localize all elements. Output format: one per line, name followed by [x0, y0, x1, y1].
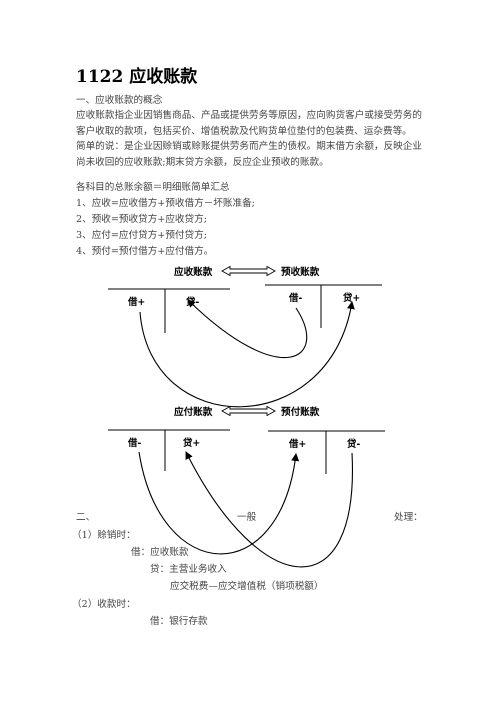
rule-4: 4、预付=预付借方+应付借方。	[76, 246, 214, 257]
t-account-advance-receipts	[265, 284, 382, 328]
page-title: 1122 应收账款	[76, 67, 198, 87]
account-payable-title: 应付账款	[174, 407, 213, 418]
prepayments-debit-label: 借+	[289, 439, 307, 450]
t-account-payable	[108, 429, 230, 471]
arrow-receivable-debit-to-advance-receipts-credit	[139, 301, 355, 408]
definition-paragraph: 应收账款指企业因销售商品、产品或提供劳务等原因，应向购货客户或接受劳务的客户收取…	[76, 110, 422, 137]
section2-heading-general: 一般	[237, 512, 257, 523]
arrow-payable-debit-to-prepayments-debit	[138, 451, 300, 555]
entry2-debit: 借：银行存款	[150, 616, 208, 627]
summary-line: 各科目的总账余额＝明细账简单汇总	[76, 182, 230, 193]
t-account-receivable	[108, 288, 230, 333]
section2-heading-treatment: 处理：	[394, 512, 423, 523]
payable-credit-label: 贷+	[183, 438, 201, 449]
prepayments-credit-label: 贷-	[347, 439, 361, 450]
item-collection: （2）收款时：	[72, 599, 136, 610]
bottom-double-arrow	[221, 405, 276, 417]
rule-2: 2、预收=预收贷方+应收贷方;	[76, 214, 207, 225]
payable-debit-label: 借-	[128, 438, 142, 449]
account-prepayments-title: 预付账款	[281, 407, 320, 418]
receivable-credit-label: 贷-	[186, 297, 200, 308]
rule-3: 3、应付=应付贷方+预付贷方;	[76, 230, 207, 241]
top-double-arrow	[221, 265, 276, 277]
arrow-prepayments-credit-to-payable-credit	[185, 451, 353, 568]
item-credit-sale: （1）赊销时：	[72, 530, 136, 541]
rule-1: 1、应收=应收借方+预收借方－坏账准备;	[76, 198, 255, 209]
section2-heading-number: 二、	[76, 512, 96, 523]
account-advance-receipts-title: 预收账款	[281, 267, 320, 278]
simple-explanation-paragraph: 简单的说：是企业因赊销或赊账提供劳务而产生的债权。期末借方余额，反映企业尚未收回…	[76, 141, 422, 168]
account-receivable-title: 应收账款	[174, 267, 213, 278]
arrow-advance-receipts-debit-to-receivable-credit	[187, 299, 308, 358]
receivable-debit-label: 借+	[128, 297, 146, 308]
entry1-credit-revenue: 贷：主营业务收入	[150, 564, 227, 575]
section1-heading: 一、应收账款的概念	[76, 95, 163, 106]
advance-receipts-debit-label: 借-	[289, 293, 303, 304]
t-account-prepayments	[268, 430, 385, 474]
entry1-credit-vat: 应交税费—应交增值税（销项税额）	[170, 581, 324, 592]
entry1-debit: 借：应收账款	[131, 547, 189, 558]
advance-receipts-credit-label: 贷+	[343, 293, 361, 304]
